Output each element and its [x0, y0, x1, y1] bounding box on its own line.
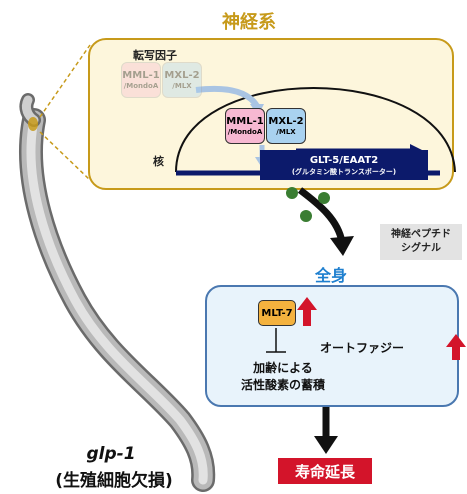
mml1-ghost: MML-1 /MondoA [121, 62, 161, 98]
mml1-ghost-sub: /MondoA [123, 81, 159, 90]
neuro-to-body-arrow [297, 187, 346, 243]
mxl2-box: MXL-2 /MLX [266, 108, 306, 144]
nucleus-label: 核 [153, 155, 164, 168]
mml1-ghost-name: MML-1 [122, 69, 160, 81]
neuropeptide-label-line2: シグナル [401, 243, 441, 254]
ros-line2: 活性酸素の蓄積 [240, 378, 325, 392]
signal-dot-2 [300, 210, 312, 222]
worm-name: glp-1 [86, 444, 136, 464]
gene-sub: (グルタミン酸トランスポーター) [291, 167, 397, 176]
mlt7-box: MLT-7 [258, 300, 296, 326]
gene-name: GLT-5/EAAT2 [309, 154, 379, 166]
mml1-box: MML-1 /MondoA [225, 108, 265, 144]
zoom-line-top [39, 44, 91, 118]
body-panel [205, 285, 459, 407]
translocation-arrow [195, 85, 261, 110]
body-title: 全身 [315, 266, 348, 285]
signal-dot-1 [286, 187, 298, 199]
neuropeptide-label: 神経ペプチド シグナル [380, 224, 462, 260]
mml1-sub: /MondoA [227, 127, 263, 136]
body-to-lifespan-arrow-head [314, 436, 338, 454]
lifespan-box: 寿命延長 [278, 458, 372, 484]
zoom-line-bottom [39, 131, 91, 181]
ros-text: 加齢による 活性酸素の蓄積 [228, 360, 338, 394]
worm-neurons [28, 117, 38, 131]
mxl2-ghost-sub: /MLX [172, 81, 192, 90]
mxl2-sub: /MLX [276, 127, 296, 136]
autophagy-text: オートファジー [320, 341, 405, 355]
worm-illustration [19, 93, 216, 492]
mml1-name: MML-1 [226, 115, 264, 127]
neuro-title: 神経系 [222, 12, 276, 33]
neuro-to-body-arrow-head [330, 236, 354, 256]
ros-line1: 加齢による [253, 361, 313, 375]
neuropeptide-label-line1: 神経ペプチド [391, 229, 451, 240]
autophagy-up-arrow-icon [446, 334, 466, 360]
mxl2-ghost: MXL-2 /MLX [162, 62, 202, 98]
worm-sub: (生殖細胞欠損) [55, 471, 173, 491]
gene-bar: GLT-5/EAAT2 (グルタミン酸トランスポーター) [260, 150, 428, 180]
mxl2-name: MXL-2 [268, 115, 304, 127]
mlt7-up-arrow-icon [297, 297, 317, 326]
tf-label: 転写因子 [133, 49, 177, 62]
mxl2-ghost-name: MXL-2 [164, 69, 200, 81]
nucleus-envelope [175, 87, 456, 173]
signal-dot-3 [318, 192, 330, 204]
